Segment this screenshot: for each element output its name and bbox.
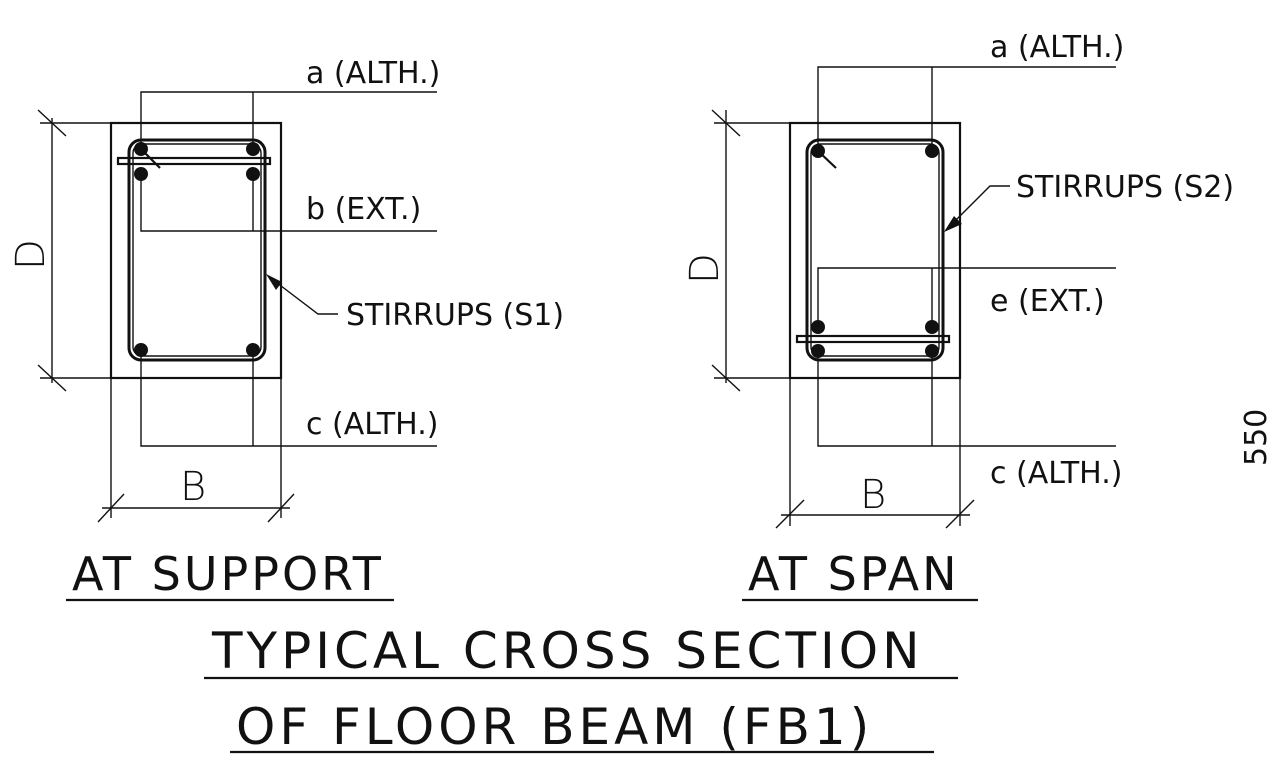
support-label-b: b (EXT.) — [306, 192, 421, 227]
support-label-a: a (ALTH.) — [306, 56, 440, 91]
span-depth-label: D — [682, 253, 728, 284]
span-stirrup — [805, 138, 945, 362]
support-leader-a — [140, 91, 437, 149]
support-depth-label: D — [8, 239, 54, 270]
support-width-label: B — [180, 464, 206, 510]
support-stirrup — [127, 138, 267, 362]
span-leader-e — [817, 267, 1116, 327]
span-leader-c — [817, 351, 1116, 447]
span-leader-a — [817, 66, 1116, 151]
span-section: a (ALTH.) STIRRUPS (S2) e (EXT.) c (ALTH… — [682, 30, 1234, 602]
drawing-title: TYPICAL CROSS SECTION OF FLOOR BEAM (FB1… — [204, 622, 958, 756]
support-caption: AT SUPPORT — [72, 547, 384, 601]
support-extra-bar — [116, 156, 272, 166]
support-section: a (ALTH.) b (EXT.) STIRRUPS (S1) c (ALTH… — [8, 56, 564, 602]
span-label-stirrups: STIRRUPS (S2) — [1016, 170, 1234, 205]
span-label-c: c (ALTH.) — [990, 456, 1122, 491]
support-label-c: c (ALTH.) — [306, 407, 438, 442]
span-stirrup-leader — [945, 185, 1010, 231]
span-stirrup-inner — [810, 143, 940, 357]
side-note-550: 550 — [1239, 409, 1273, 466]
support-stirrup-leader — [267, 275, 338, 315]
title-line-1: TYPICAL CROSS SECTION — [211, 622, 924, 680]
span-beam-outline — [788, 121, 962, 380]
span-label-a: a (ALTH.) — [990, 30, 1124, 65]
support-leader-b — [140, 174, 437, 232]
span-extra-bar — [795, 334, 951, 344]
span-width-label: B — [860, 472, 886, 518]
support-stirrup-inner — [132, 143, 262, 357]
title-line-2: OF FLOOR BEAM (FB1) — [236, 698, 873, 756]
span-label-e: e (EXT.) — [990, 284, 1105, 319]
support-label-stirrups: STIRRUPS (S1) — [346, 298, 564, 333]
support-beam-outline — [109, 121, 283, 380]
span-caption: AT SPAN — [748, 547, 960, 601]
support-leader-c — [140, 350, 437, 447]
